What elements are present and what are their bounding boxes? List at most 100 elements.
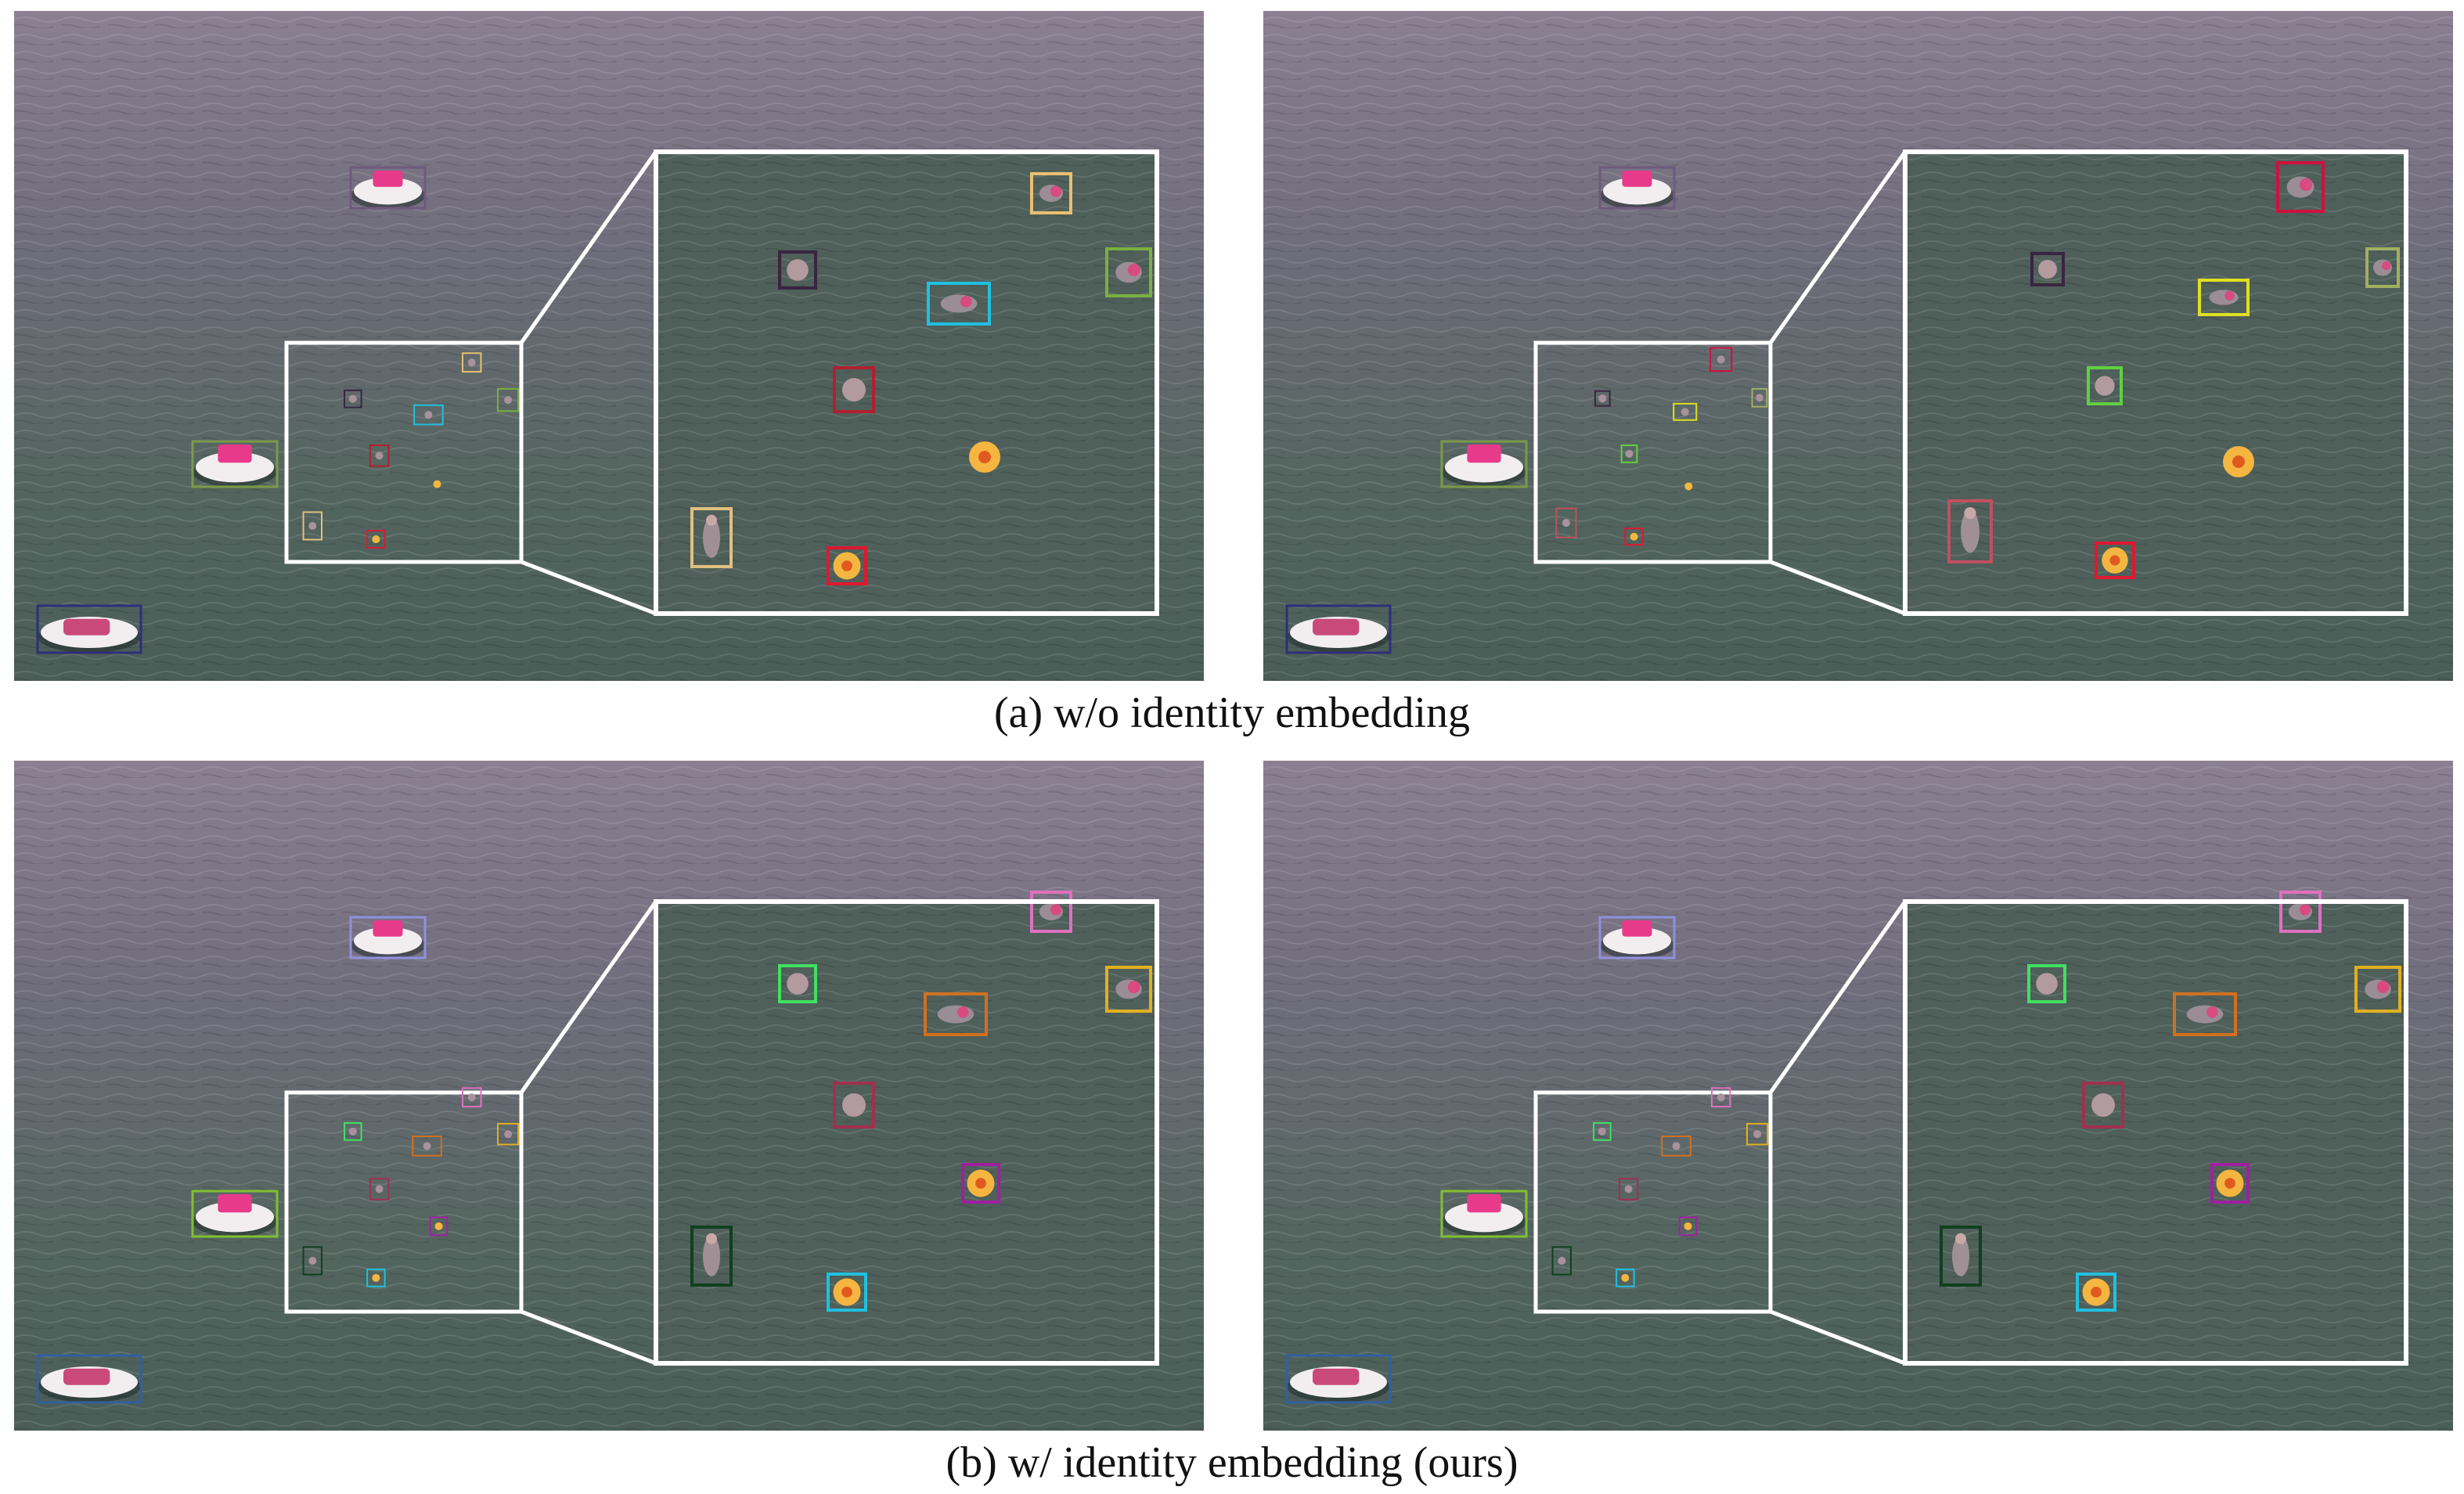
person-body [703,1236,720,1276]
person-head [842,378,866,401]
region-dot [308,521,317,530]
zoom-inset [1905,152,2406,614]
swimmer-head [1127,264,1140,276]
person-head [787,973,809,995]
region-dot [1598,394,1607,403]
track-bbox [2210,1163,2250,1204]
region-dot [504,1130,513,1139]
connector-top [1768,900,1907,1094]
boat-canopy [218,1194,252,1213]
region-dot [308,1256,317,1265]
boat-1 [191,1190,279,1238]
region-box [1533,1090,1773,1314]
boat-bbox [1598,166,1676,210]
zoom-inset [656,152,1157,614]
track-bbox [927,282,991,326]
boat-canopy [373,920,403,937]
connector-top [519,150,658,344]
swimmer-head [2224,290,2235,301]
boat-bbox [1440,440,1528,488]
region-bbox [344,389,362,409]
connector-bottom [521,560,657,616]
float-core [975,1178,986,1189]
region-objects [1551,1087,1769,1287]
swimmer-head [2376,981,2390,994]
region-dot [1680,408,1689,416]
boat-seat [1313,618,1360,635]
track-bbox [827,1273,867,1312]
track-bbox [2082,1082,2124,1129]
boat-hull [196,452,274,483]
swimmer-head [957,1006,969,1018]
region-box [1533,340,1773,564]
panel-a-right [1263,11,2453,681]
region-bbox [462,352,482,373]
region-bbox [369,444,390,467]
track-bbox [1105,247,1152,297]
track-bbox [2276,161,2325,213]
panel-a-left [14,11,1204,681]
person-head [2036,973,2058,995]
boat-bbox [36,604,142,654]
region-objects [1555,347,1768,546]
track-bbox [778,250,817,290]
boat-hull [1445,452,1523,483]
zoom-frame [654,149,1159,616]
track-bbox [2095,542,2135,579]
person-head [787,259,809,281]
track-bbox [924,992,988,1036]
swimmer-head [2300,904,2311,916]
track-bbox [2076,1273,2116,1312]
region-bbox [1551,1246,1572,1276]
region-dot [1621,1273,1630,1282]
region-dot [1717,355,1725,364]
boat-bbox [36,1354,142,1404]
region-dot [504,396,513,405]
region-bbox [1746,1122,1769,1146]
zoom-connectors [1768,900,1907,1366]
zoom-frame [654,899,1159,1366]
track-bbox [2365,247,2400,288]
person-body [1961,509,1979,553]
region-dot [1598,1127,1606,1136]
zoom-connectors [519,900,658,1366]
boat-bbox [1598,916,1676,959]
boat-1 [191,440,279,488]
region-dot [424,411,433,419]
track-bbox [2279,891,2322,933]
boat-bbox [1440,1190,1528,1238]
track-bbox [1947,499,1993,563]
swimmer-head [960,296,972,308]
region-dot [1625,449,1634,458]
person-head [2038,260,2057,279]
boat-bbox [191,440,279,488]
boat-1 [1440,440,1528,488]
region-dot [1558,1256,1566,1265]
track-bbox [2027,964,2066,1003]
region-bbox [1618,1178,1639,1201]
person-head [706,1233,717,1244]
connector-bottom [1770,560,1906,616]
region-bbox [462,1087,482,1108]
boat-bbox [1285,1354,1392,1404]
boat-0 [349,916,427,959]
float-core [978,451,991,463]
person-head [2095,376,2115,396]
scene-b-left [14,761,1204,1431]
region-bbox [1593,1121,1612,1141]
region-bbox [1661,1136,1691,1157]
region-box [284,340,524,564]
region-dot [1624,1185,1633,1193]
float-core [841,1287,852,1298]
track-bbox [833,366,875,413]
person-head [1955,1233,1966,1244]
scene-a-right [1263,11,2453,681]
zoom-inset [656,891,1157,1363]
region-dot [1717,1093,1725,1102]
track-bbox [2198,279,2250,316]
track-bbox [833,1082,875,1129]
region-dot [1630,532,1638,541]
region-bbox [1673,402,1698,421]
region-bbox [1709,347,1733,373]
boat-seat [1313,1368,1360,1385]
